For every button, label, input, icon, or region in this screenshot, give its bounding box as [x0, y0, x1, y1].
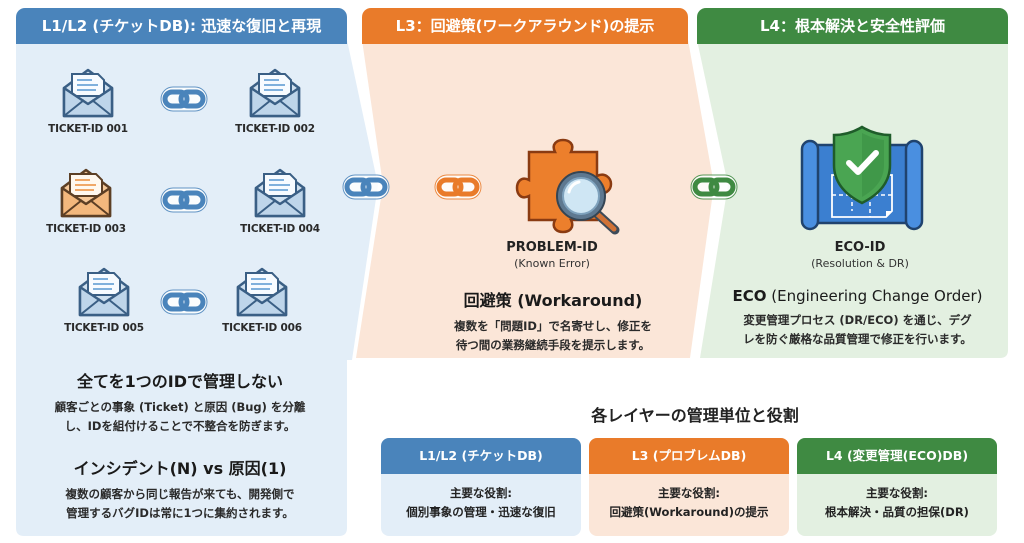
l4-title: ECO (Engineering Change Order): [705, 287, 1010, 305]
card-role-label: 主要な役割:: [657, 486, 721, 500]
summary-card-l1l2: L1/L2 (チケットDB) 主要な役割: 個別事象の管理・迅速な復旧: [381, 438, 581, 536]
card-body: 主要な役割: 回避策(Workaround)の提示: [589, 474, 789, 536]
ticket-label: TICKET-ID 005: [64, 322, 144, 334]
link-icon: [342, 174, 390, 200]
l4-title-bold: ECO: [732, 287, 767, 305]
summary-card-l3: L3 (プロブレムDB) 主要な役割: 回避策(Workaround)の提示: [589, 438, 789, 536]
ticket-005[interactable]: TICKET-ID 005: [49, 265, 159, 334]
envelope-icon-highlighted: [60, 168, 112, 218]
problem-id-title: PROBLEM-ID: [506, 240, 598, 255]
link-icon: [434, 174, 482, 200]
ticket-label: TICKET-ID 003: [46, 223, 126, 235]
ticket-004[interactable]: TICKET-ID 004: [225, 166, 335, 235]
eco-id-block: ECO-ID (Resolution & DR): [770, 240, 950, 270]
ticket-001[interactable]: TICKET-ID 001: [33, 66, 143, 135]
l4-desc-line: レを防ぐ厳格な品質管理で修正を行います。: [743, 332, 972, 346]
l4-title-rest: (Engineering Change Order): [766, 287, 983, 305]
l4-desc-line: 変更管理プロセス (DR/ECO) を通じ、デグ: [743, 313, 972, 327]
section-desc-line: 管理するバグIDは常に1つに集約されます。: [66, 506, 294, 520]
l1l2-section-2: インシデント(N) vs 原因(1) 複数の顧客から同じ報告が来ても、開発側で …: [20, 455, 340, 523]
l3-title: 回避策 (Workaround): [463, 291, 643, 310]
envelope-icon: [249, 68, 301, 118]
section-desc-line: 複数の顧客から同じ報告が来ても、開発側で: [65, 487, 295, 501]
eco-id-sub: (Resolution & DR): [811, 257, 909, 270]
ticket-label: TICKET-ID 004: [240, 223, 320, 235]
card-header: L3 (プロブレムDB): [589, 438, 789, 474]
shield-blueprint-icon: [800, 125, 924, 231]
ticket-006[interactable]: TICKET-ID 006: [207, 265, 317, 334]
envelope-icon: [254, 168, 306, 218]
section-title: インシデント(N) vs 原因(1): [73, 459, 287, 478]
card-body: 主要な役割: 個別事象の管理・迅速な復旧: [381, 474, 581, 536]
envelope-icon: [236, 267, 288, 317]
card-header: L4 (変更管理(ECO)DB): [797, 438, 997, 474]
card-role: 個別事象の管理・迅速な復旧: [406, 505, 556, 519]
ticket-002[interactable]: TICKET-ID 002: [220, 66, 330, 135]
ticket-label: TICKET-ID 002: [235, 123, 315, 135]
ticket-label: TICKET-ID 001: [48, 123, 128, 135]
link-icon: [160, 289, 208, 315]
card-body: 主要な役割: 根本解決・品質の担保(DR): [797, 474, 997, 536]
card-role-label: 主要な役割:: [449, 486, 513, 500]
eco-id-title: ECO-ID: [834, 240, 886, 255]
puzzle-magnifier-icon: [515, 138, 620, 235]
card-header: L1/L2 (チケットDB): [381, 438, 581, 474]
l4-header: L4：根本解決と安全性評価: [697, 8, 1008, 44]
l3-desc-line: 待つ間の業務継続手段を提示します。: [455, 338, 651, 352]
problem-id-block: PROBLEM-ID (Known Error): [462, 240, 642, 270]
summary-title: 各レイヤーの管理単位と役割: [591, 406, 799, 425]
card-role: 根本解決・品質の担保(DR): [825, 505, 969, 519]
summary-card-l4: L4 (変更管理(ECO)DB) 主要な役割: 根本解決・品質の担保(DR): [797, 438, 997, 536]
l3-header: L3：回避策(ワークアラウンド)の提示: [362, 8, 688, 44]
l1l2-section-1: 全てを1つのIDで管理しない 顧客ごとの事象 (Ticket) と原因 (Bug…: [20, 368, 340, 436]
section-title: 全てを1つのIDで管理しない: [76, 372, 284, 391]
ticket-label: TICKET-ID 006: [222, 322, 302, 334]
ticket-003[interactable]: TICKET-ID 003: [31, 166, 141, 235]
section-desc-line: 顧客ごとの事象 (Ticket) と原因 (Bug) を分離: [54, 400, 306, 414]
link-icon: [160, 187, 208, 213]
card-role-label: 主要な役割:: [865, 486, 929, 500]
envelope-icon: [62, 68, 114, 118]
section-desc-line: し、IDを組付けることで不整合を防ぎます。: [64, 419, 296, 433]
card-role: 回避策(Workaround)の提示: [609, 505, 769, 519]
link-icon: [690, 174, 738, 200]
l1l2-header: L1/L2 (チケットDB): 迅速な復旧と再現: [16, 8, 347, 44]
l3-section: 回避策 (Workaround) 複数を「問題ID」で名寄せし、修正を 待つ間の…: [400, 287, 706, 355]
l3-desc-line: 複数を「問題ID」で名寄せし、修正を: [454, 319, 652, 333]
envelope-icon: [78, 267, 130, 317]
l4-section: ECO (Engineering Change Order) 変更管理プロセス …: [705, 287, 1010, 349]
link-icon: [160, 86, 208, 112]
problem-id-sub: (Known Error): [514, 257, 590, 270]
l1l2-panel-bg: [16, 40, 378, 536]
